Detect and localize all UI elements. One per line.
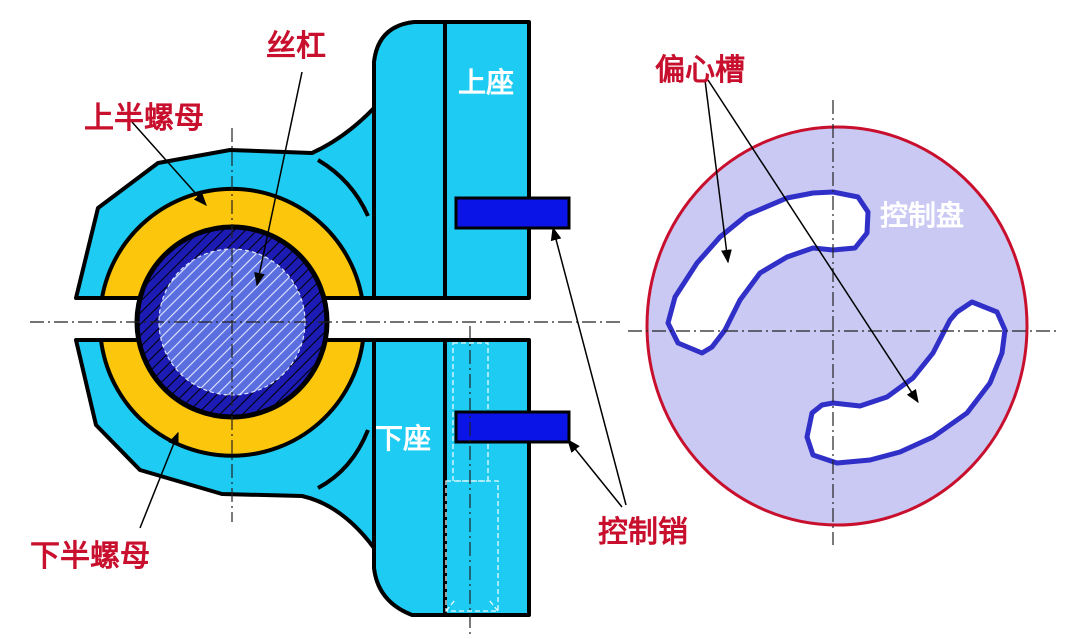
label-upper-seat: 上座 xyxy=(458,66,514,99)
eccentric-slot-lower xyxy=(804,299,1008,466)
label-upper-half-nut: 上半螺母 xyxy=(84,101,204,136)
eccentric-slot-upper xyxy=(665,189,871,356)
label-control-pin: 控制销 xyxy=(598,515,688,550)
upper-control-pin xyxy=(454,196,571,230)
label-lower-seat: 下座 xyxy=(375,422,431,455)
label-control-disc: 控制盘 xyxy=(880,199,964,232)
label-lower-half-nut: 下半螺母 xyxy=(30,539,150,574)
label-screw: 丝杠 xyxy=(266,29,326,64)
lower-control-pin xyxy=(454,410,571,444)
label-eccentric-slot: 偏心槽 xyxy=(655,53,745,88)
upper-seat xyxy=(372,20,531,300)
lower-seat xyxy=(372,338,531,617)
control-disc xyxy=(645,125,1029,527)
center-lines xyxy=(30,100,1060,636)
leader-arrows xyxy=(131,71,919,529)
